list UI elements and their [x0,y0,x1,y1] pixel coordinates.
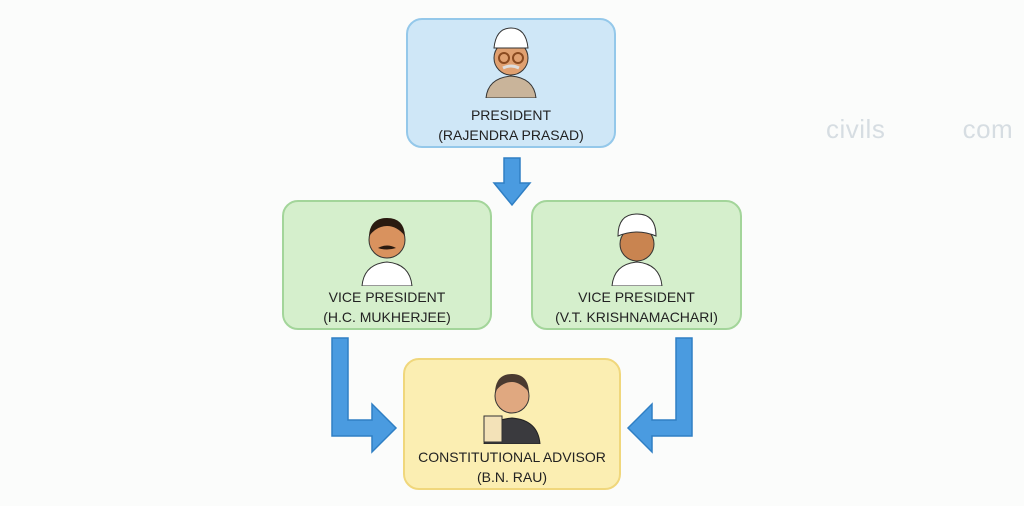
vice-president-2-name: (V.T. KRISHNAMACHARI) [555,309,718,325]
vice-president-2-role: VICE PRESIDENT [578,289,695,305]
arrow-president-to-vice-presidents [492,157,532,207]
node-president: civils com PRESIDENT (RAJENDRA PRASAD) [406,18,1013,148]
president-avatar-icon [485,27,537,98]
node-vice-president-2: VICE PRESIDENT (V.T. KRISHNAMACHARI) [531,200,742,330]
watermark: civils com [826,114,1014,144]
advisor-name: (B.N. RAU) [477,469,547,485]
vice-president-1-name: (H.C. MUKHERJEE) [323,309,451,325]
advisor-avatar-icon [483,374,541,444]
arrow-vp2-to-advisor [626,337,693,454]
node-vice-president-1: VICE PRESIDENT (H.C. MUKHERJEE) [282,200,492,330]
president-name: (RAJENDRA PRASAD) [438,127,584,143]
vice-president-2-avatar-icon [610,213,663,286]
advisor-role: CONSTITUTIONAL ADVISOR [418,449,606,465]
president-role: PRESIDENT [470,107,552,123]
node-constitutional-advisor: CONSTITUTIONAL ADVISOR (B.N. RAU) [403,358,621,490]
arrow-vp1-to-advisor [331,337,398,454]
vice-president-1-avatar-icon [361,218,413,286]
vice-president-1-role: VICE PRESIDENT [328,289,446,305]
